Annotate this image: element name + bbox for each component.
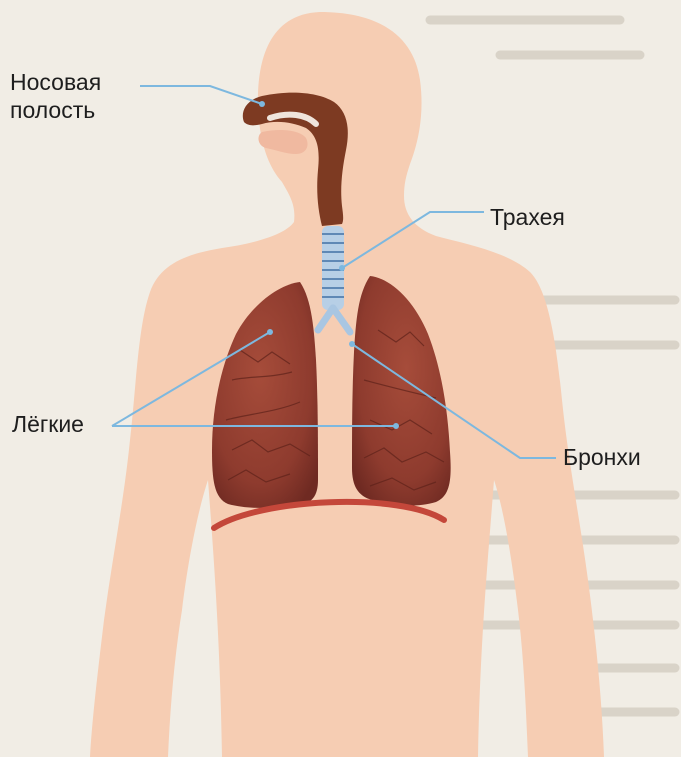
label-nasal-cavity: Носовая полость: [10, 68, 101, 124]
label-bronchi: Бронхи: [563, 443, 641, 471]
label-nasal-cavity-line2: полость: [10, 96, 101, 124]
label-trachea: Трахея: [490, 203, 565, 231]
label-nasal-cavity-line1: Носовая: [10, 68, 101, 96]
label-lungs: Лёгкие: [12, 410, 84, 438]
leader-line-nasal: [140, 86, 262, 104]
